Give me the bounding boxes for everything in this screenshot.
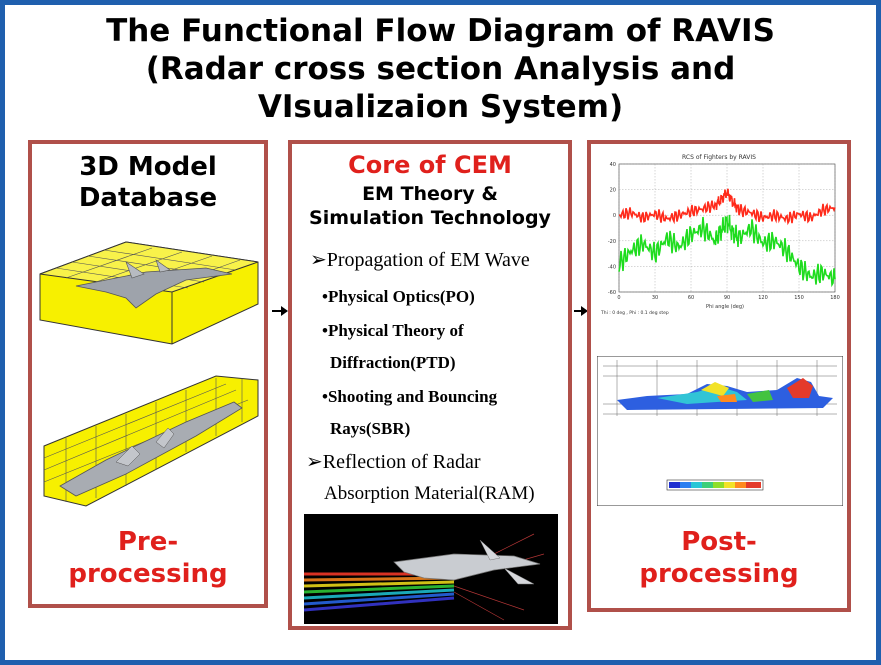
title-line-2: (Radar cross section Analysis and: [145, 51, 736, 87]
dot-bullet-icon: •: [322, 321, 328, 340]
y-tick-label: -60: [608, 290, 616, 296]
bullet-reflection: ➢Reflection of Radar: [306, 450, 480, 474]
y-tick-label: 40: [610, 162, 616, 168]
aircraft-model-image: [39, 241, 259, 345]
flow-arrow-right: [574, 306, 588, 316]
sub-item-ptd: •Physical Theory of: [322, 320, 464, 342]
title-line-1: The Functional Flow Diagram of RAVIS: [106, 13, 775, 49]
postprocessing-panel: RCS of Fighters by RAVIS 0 30 60 90 120 150 18…: [587, 140, 851, 612]
em-theory-subheading-line-2: Simulation Technology: [309, 207, 551, 229]
postprocessing-label-line-2: processing: [639, 559, 799, 589]
x-tick-label: 180: [830, 295, 840, 301]
x-tick-label: 90: [724, 295, 730, 301]
ray-tracing-image: [304, 514, 558, 624]
em-theory-subheading: EM Theory & Simulation Technology: [292, 182, 568, 230]
sub-item-ptd-line-1: Physical Theory of: [327, 321, 464, 340]
chart-tick-labels: 0 30 60 90 120 150 180 40 20 0 -20 -40 -60: [608, 162, 840, 301]
color-scale-legend: [666, 479, 764, 491]
x-tick-label: 150: [794, 295, 804, 301]
preprocessing-label: Pre- processing: [32, 526, 264, 590]
sub-item-sbr-line-1: Shooting and Bouncing: [327, 387, 498, 406]
bullet-reflection-text: Reflection of Radar: [322, 451, 481, 473]
preprocessing-label-line-1: Pre-: [117, 527, 179, 557]
ship-model-image: [43, 375, 259, 507]
core-cem-panel: Core of CEM EM Theory & Simulation Techn…: [288, 140, 572, 630]
bullet-propagation: ➢Propagation of EM Wave: [310, 248, 530, 272]
core-cem-heading: Core of CEM: [348, 151, 512, 179]
chart-footnote: Thi : 0 deg , Phi : 0.1 deg step: [600, 310, 669, 316]
y-tick-label: -40: [608, 264, 616, 270]
series-line-red: [619, 188, 836, 226]
arrow-bullet-icon: ➢: [310, 249, 327, 271]
model-database-heading-line-2: Database: [78, 183, 218, 213]
y-tick-label: -20: [608, 239, 616, 245]
x-tick-label: 60: [688, 295, 694, 301]
sub-item-ptd-cont: Diffraction(PTD): [330, 353, 456, 372]
dot-bullet-icon: •: [322, 387, 328, 406]
chart-series-group: [618, 188, 836, 288]
rcs-line-chart: RCS of Fighters by RAVIS 0 30 60 90 120 150 18…: [595, 150, 843, 316]
series-line-green: [618, 214, 836, 288]
preprocessing-label-line-2: processing: [68, 559, 228, 589]
ship-rcs-visualization: [597, 356, 843, 506]
model-database-heading-line-1: 3D Model: [79, 152, 217, 182]
sub-item-sbr: •Shooting and Bouncing: [322, 386, 497, 408]
title-line-3: VIsualizaion System): [257, 89, 624, 125]
flow-arrow-left: [272, 306, 288, 316]
sub-item-po-text: Physical Optics(PO): [327, 287, 475, 306]
em-theory-subheading-line-1: EM Theory &: [362, 183, 498, 205]
sub-item-sbr-cont: Rays(SBR): [330, 419, 411, 438]
x-tick-label: 0: [617, 295, 620, 301]
y-tick-label: 0: [613, 213, 616, 219]
chart-title: RCS of Fighters by RAVIS: [682, 154, 756, 161]
bullet-propagation-text: Propagation of EM Wave: [326, 249, 530, 271]
bullet-reflection-cont: Absorption Material(RAM): [324, 483, 535, 504]
sub-item-po: •Physical Optics(PO): [322, 286, 475, 308]
x-axis-label: Phi angle (deg): [706, 304, 744, 310]
arrow-bullet-icon: ➢: [306, 451, 323, 473]
postprocessing-label-line-1: Post-: [681, 527, 757, 557]
diagram-title: The Functional Flow Diagram of RAVIS (Ra…: [10, 12, 871, 126]
dot-bullet-icon: •: [322, 287, 328, 306]
preprocessing-panel: 3D Model Database Pre-: [28, 140, 268, 608]
y-tick-label: 20: [610, 188, 616, 194]
x-tick-label: 120: [758, 295, 768, 301]
model-database-heading: 3D Model Database: [32, 152, 264, 214]
x-tick-label: 30: [652, 295, 658, 301]
postprocessing-label: Post- processing: [591, 526, 847, 590]
